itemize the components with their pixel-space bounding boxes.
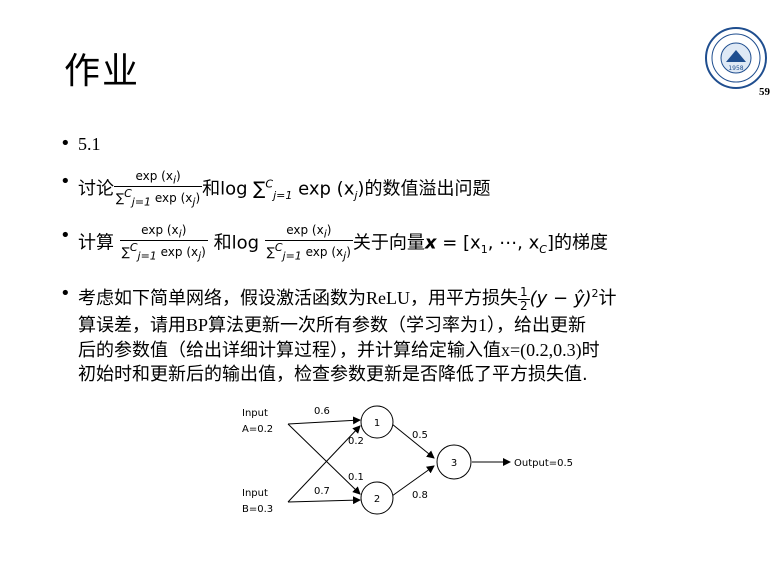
page-number: 59	[759, 86, 770, 98]
node-2	[360, 481, 394, 515]
edge-2-3	[391, 465, 435, 497]
page-title: 作业	[64, 51, 141, 92]
weight-a2: 0.1	[348, 472, 364, 483]
softmax-fraction: exp (xi)∑Cj=1 exp (xj)	[114, 169, 203, 209]
node-1-label: 1	[374, 418, 380, 429]
node-3	[436, 444, 472, 480]
edge-b-2	[287, 496, 361, 505]
edge-1-3	[391, 423, 435, 459]
input-b-value: B=0.3	[242, 504, 273, 515]
weight-13: 0.5	[412, 430, 428, 441]
network-diagram: Input A=0.2 Input B=0.3 0.6 0.2 0.1 0.7 …	[242, 405, 573, 515]
bullet-3-text: 计算 exp (xi)∑Cj=1 exp (xj) 和log exp (xi)∑…	[78, 223, 608, 263]
node-3-label: 3	[451, 458, 457, 469]
logo-year: 1958	[728, 65, 743, 72]
input-b-label: Input	[242, 488, 268, 499]
bullet-dot: •	[60, 225, 71, 246]
weight-23: 0.8	[412, 490, 428, 501]
edge-a-1	[287, 416, 361, 425]
input-a-label: Input	[242, 408, 268, 419]
softmax-fraction: exp (xi)∑Cj=1 exp (xj)	[119, 223, 208, 263]
weight-a1: 0.6	[314, 406, 330, 417]
bullet-dot: •	[60, 283, 71, 304]
bullet-dot: •	[60, 133, 71, 154]
node-1	[360, 405, 394, 439]
node-2-label: 2	[374, 494, 380, 505]
output-label: Output=0.5	[514, 458, 573, 469]
bullet-1-text: 5.1	[78, 134, 101, 154]
edge-b-1	[287, 425, 361, 503]
log-softmax-fraction: exp (xi)∑Cj=1 exp (xj)	[264, 223, 353, 263]
edge-a-2	[287, 423, 361, 495]
university-logo: 1958	[705, 27, 767, 89]
weight-b1: 0.2	[348, 436, 364, 447]
weight-b2: 0.7	[314, 486, 330, 497]
bullet-dot: •	[60, 171, 71, 192]
input-a-value: A=0.2	[242, 424, 273, 435]
